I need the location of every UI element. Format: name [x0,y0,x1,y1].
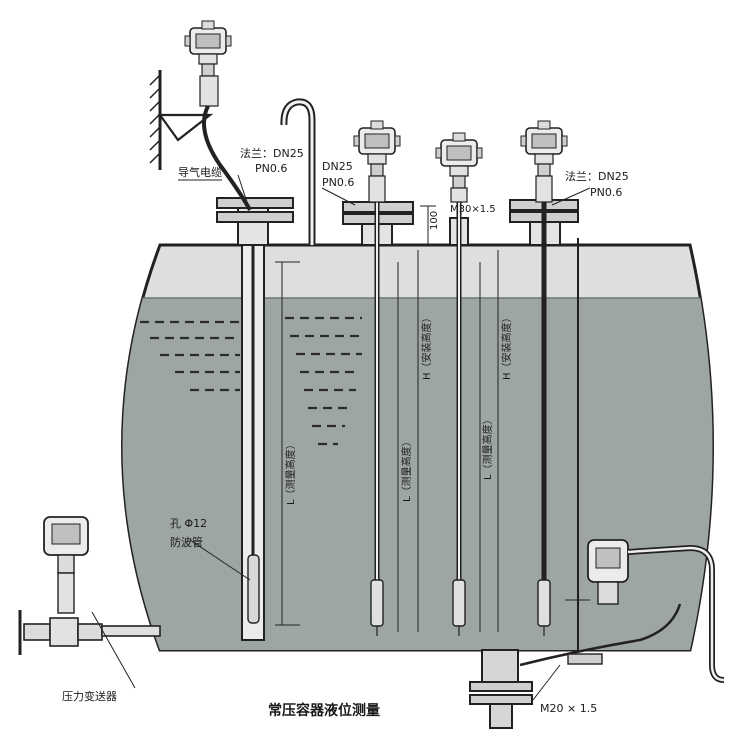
flange-left [216,197,294,246]
label-wave-tube: 防波管 [170,535,203,549]
transmitter-head-icon [435,132,483,189]
valve-icon [18,610,161,655]
label-pressure-transmitter: 压力变送器 [62,689,117,703]
wave-pattern-left [140,320,240,392]
leader-lines [91,174,591,701]
diagram-title: 常压容器液位测量 [268,702,380,719]
wave-pattern-right [285,316,362,446]
probe-right [537,200,551,637]
bottom-outlet [469,649,533,729]
label-flange-right: 法兰：DN25 [565,169,629,183]
wall-bracket-icon [149,70,214,170]
label-H-right: H（安装高度） [500,312,513,380]
label-hole: 孔 Φ12 [170,517,207,530]
vent-pipe [280,98,316,245]
stilling-well [241,244,265,641]
label-L-right: L（测量高度） [481,414,494,480]
label-cable: 导气电缆 [178,165,222,179]
label-flange-mid-pn: PN0.6 [322,176,354,189]
label-L-left: L（测量高度） [284,439,297,505]
label-flange-right-pn: PN0.6 [590,186,622,199]
dimension-lines [275,205,590,632]
probe-thread [452,200,466,637]
transmitter-head-icon [184,20,232,77]
transmitter-head-icon [353,120,401,177]
transmitter-head-icon [520,120,568,177]
label-dim-100: 100 [429,211,440,230]
air-cable [202,105,252,211]
signal-cable [519,603,682,667]
label-flange-left: 法兰：DN25 [240,146,304,160]
pressure-transmitter [43,516,89,614]
liquid [122,297,713,650]
probe-mid [370,200,384,637]
label-flange-left-pn: PN0.6 [255,162,287,175]
label-thread-top: M30×1.5 [450,204,496,215]
label-L-mid: L（测量高度） [400,436,413,502]
side-transmitter [587,539,725,683]
label-thread-bottom: M20 × 1.5 [540,702,597,715]
label-H-mid: H（安装高度） [420,312,433,380]
label-flange-mid: DN25 [322,160,353,173]
